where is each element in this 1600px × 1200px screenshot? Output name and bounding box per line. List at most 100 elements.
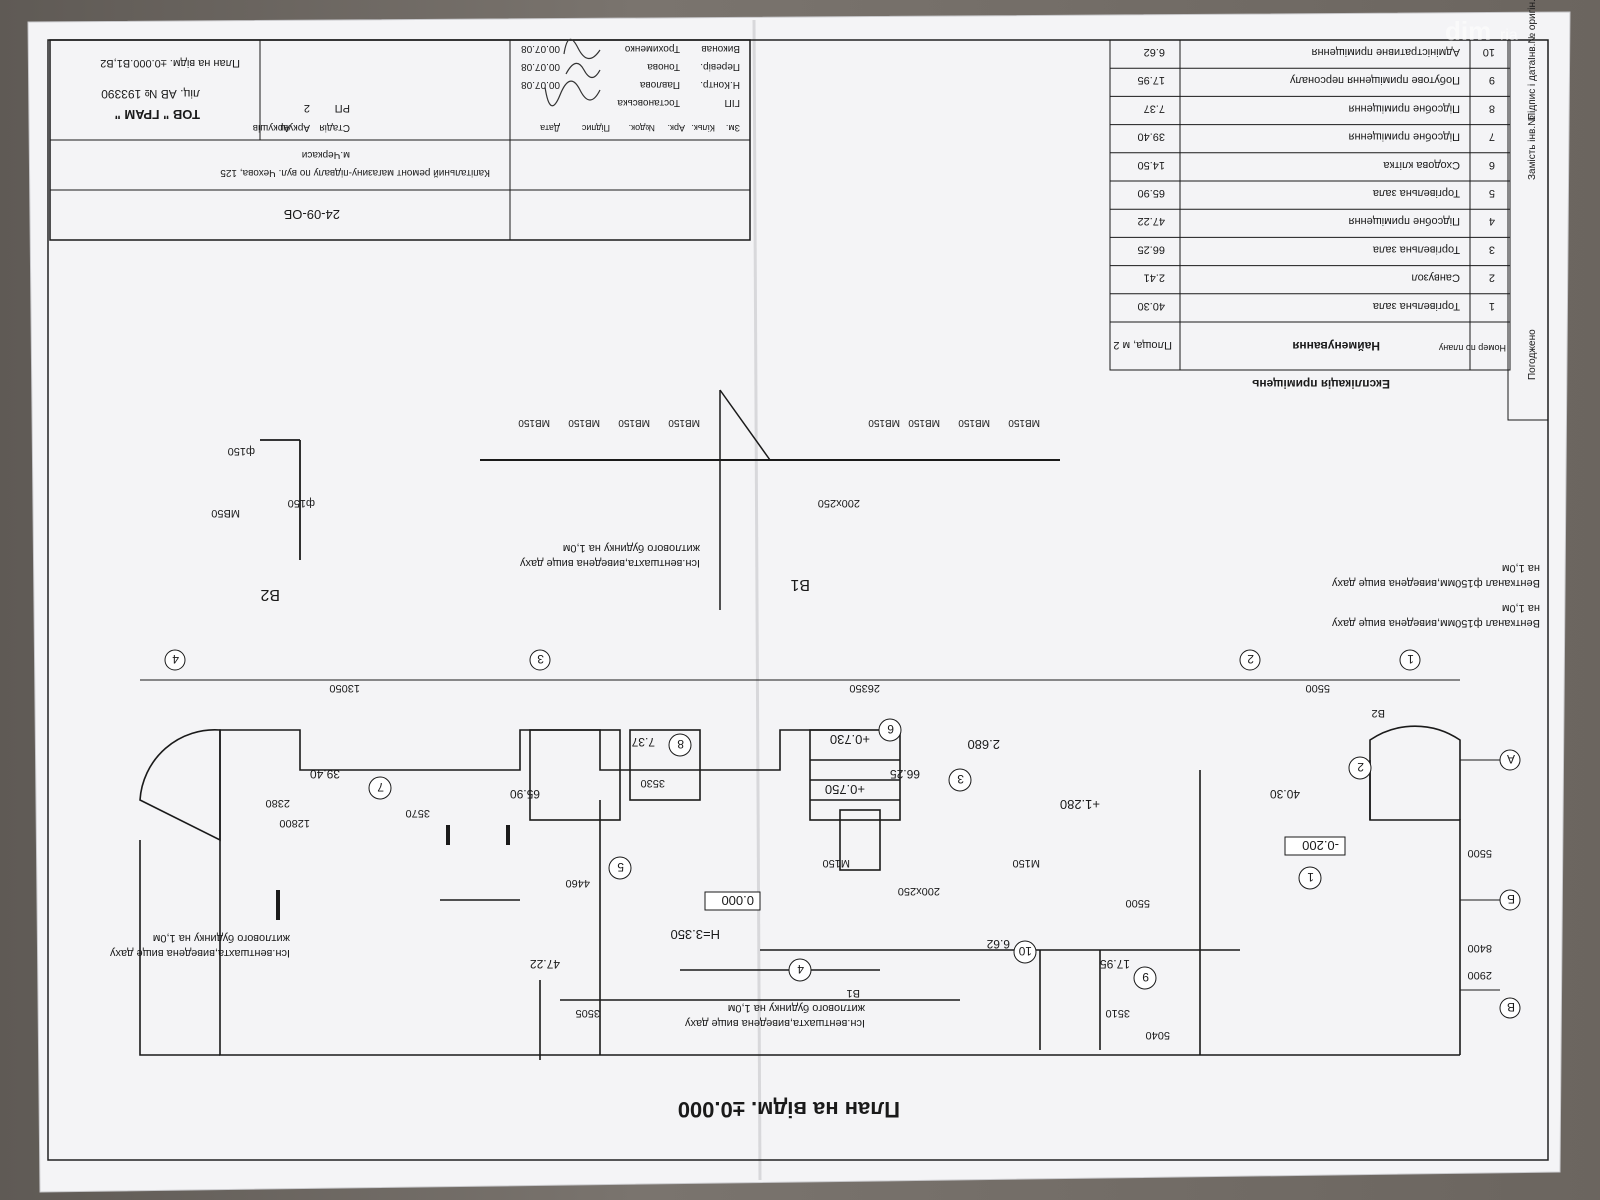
explication-cell-name: Сходова клітка bbox=[1382, 159, 1460, 171]
b1-scheme-title: В1 bbox=[790, 576, 810, 593]
tb-header-cell: Підпис bbox=[581, 123, 610, 133]
explication-cell-area: 66.25 bbox=[1137, 243, 1165, 255]
tb-staff-role: ГІП bbox=[725, 97, 740, 108]
tb-header-cell: Кільк. bbox=[691, 123, 715, 133]
tb-sheet-name: План на відм. ±0.000.В1,В2 bbox=[100, 57, 240, 69]
level-1280: +1.280 bbox=[1060, 797, 1100, 812]
svg-text:7: 7 bbox=[377, 780, 384, 794]
dim-2900: 2900 bbox=[1468, 969, 1492, 981]
room-7-marker: 739.40 bbox=[310, 767, 392, 800]
arch-room7 bbox=[139, 729, 221, 842]
stamp-agreed: Погоджено bbox=[1527, 329, 1538, 380]
room-3-marker: 366.25 bbox=[890, 767, 972, 792]
svg-text:2: 2 bbox=[1357, 760, 1364, 774]
room-8-marker: 87.37 bbox=[631, 733, 692, 757]
axis-marker-a: А bbox=[1499, 749, 1521, 771]
explication-cell-name: Торгівельна зала bbox=[1372, 187, 1460, 199]
svg-text:8: 8 bbox=[677, 737, 684, 751]
axis-marker-1: 1 bbox=[1399, 649, 1421, 671]
tb-company: ТОВ " ГРАМ " bbox=[115, 107, 200, 122]
room-3-area: 66.25 bbox=[890, 767, 920, 781]
tb-header-cell: Арк. bbox=[668, 123, 685, 133]
explication-cell-area: 65.90 bbox=[1137, 187, 1165, 199]
explication-cell-no: 4 bbox=[1489, 215, 1495, 227]
scheme-b2: В2 ф150 ф150 МВ50 bbox=[211, 439, 315, 603]
room-5-area: 65.90 bbox=[510, 787, 540, 801]
col-no-header: Номер по плану bbox=[1438, 343, 1506, 353]
level-0000: 0.000 bbox=[721, 893, 754, 908]
explication-cell-no: 5 bbox=[1489, 187, 1495, 199]
explication-cell-no: 6 bbox=[1489, 159, 1495, 171]
explication-cell-name: Санвузол bbox=[1411, 272, 1460, 284]
tb-staff-name: Тостановська bbox=[617, 97, 680, 108]
svg-text:МВ150: МВ150 bbox=[668, 417, 700, 428]
svg-text:6: 6 bbox=[887, 722, 894, 736]
room-9-marker: 917.95 bbox=[1100, 957, 1157, 990]
mb150-labels: МВ150 МВ150 МВ150 МВ150 МВ150 МВ150 МВ15… bbox=[518, 417, 1040, 428]
tb-project: Капітальний ремонт магазину-підвалу по в… bbox=[220, 167, 490, 178]
explication-cell-no: 9 bbox=[1489, 74, 1495, 86]
svg-text:10: 10 bbox=[1018, 944, 1032, 958]
scheme-notes: Вентканал ф150мм,виведена вище даху на 1… bbox=[1332, 602, 1540, 629]
room-9-area: 17.95 bbox=[1100, 957, 1130, 971]
m150-1: М150 bbox=[1012, 857, 1040, 869]
tb-staff-role: Н.Контр. bbox=[700, 79, 740, 90]
dimensions: 26350 5500 13050 5500 8400 2900 5500 446… bbox=[266, 682, 1492, 1041]
svg-text:МВ150: МВ150 bbox=[908, 417, 940, 428]
explication-cell-name: Підсобне приміщення bbox=[1349, 102, 1460, 114]
svg-text:МВ150: МВ150 bbox=[568, 417, 600, 428]
watermark-text: dim bbox=[1445, 16, 1491, 46]
tb-staff-date: 00.07.08 bbox=[521, 43, 560, 54]
svg-text:В: В bbox=[1507, 1000, 1515, 1014]
plan-note-a: Існ.вентшахта,виведена вище даху bbox=[684, 1017, 865, 1029]
tb-code: 24-09-ОБ bbox=[284, 207, 340, 222]
stamp-inv-orig: Інв.№ оригін. bbox=[1527, 0, 1538, 60]
explication-cell-no: 2 bbox=[1489, 272, 1495, 284]
plan-note-c: Вентканал ф150мм,виведена вище даху bbox=[1332, 577, 1540, 589]
room-1-area: 40.30 bbox=[1270, 787, 1300, 801]
svg-text:МВ150: МВ150 bbox=[618, 417, 650, 428]
grid-axes: В Б А 1 2 3 4 bbox=[140, 649, 1521, 1019]
m150-2: М150 bbox=[822, 857, 850, 869]
svg-text:МВ150: МВ150 bbox=[518, 417, 550, 428]
b1-duct: 200x250 bbox=[818, 497, 860, 509]
scheme-note-c: Вентканал ф150мм,виведена вище даху bbox=[1332, 617, 1540, 629]
stamp-sign-date: Підпис і дата bbox=[1527, 59, 1538, 120]
tb-staff-date: 00.07.08 bbox=[521, 79, 560, 90]
scheme-note-d: на 1,0м bbox=[1502, 602, 1540, 614]
explication-cell-area: 47.22 bbox=[1137, 215, 1165, 227]
svg-text:9: 9 bbox=[1142, 970, 1149, 984]
arch-room1 bbox=[1369, 725, 1461, 820]
dim-3530: 3530 bbox=[641, 777, 665, 789]
axis-marker-3: 3 bbox=[529, 649, 551, 671]
dim-4460: 4460 bbox=[566, 877, 590, 889]
b2-phi150-b: ф150 bbox=[228, 445, 255, 457]
room-6-marker: 6 bbox=[878, 718, 902, 742]
dim-8400: 8400 bbox=[1468, 942, 1492, 954]
room-8-area: 7.37 bbox=[631, 735, 655, 749]
drawing-frame bbox=[47, 39, 1549, 1161]
dim-26350: 26350 bbox=[849, 682, 880, 694]
b2-mb50: МВ50 bbox=[211, 507, 240, 519]
svg-text:А: А bbox=[1507, 752, 1515, 766]
explication-cell-name: Підсобне приміщення bbox=[1349, 131, 1460, 143]
svg-text:3: 3 bbox=[957, 772, 964, 786]
dim-5040: 5040 bbox=[1146, 1029, 1170, 1041]
explication-cell-no: 3 bbox=[1489, 243, 1495, 255]
explication-cell-no: 7 bbox=[1489, 131, 1495, 143]
room-4-area: 47.22 bbox=[530, 957, 560, 971]
svg-text:2: 2 bbox=[1247, 652, 1254, 666]
height-mark: H=3.350 bbox=[670, 927, 720, 942]
tb-staff-role: Виконав bbox=[701, 43, 740, 54]
tb-sheets-h: Аркушів bbox=[253, 122, 290, 133]
explication-cell-area: 7.37 bbox=[1144, 102, 1165, 114]
b2-scheme-title: В2 bbox=[260, 586, 280, 603]
stamp-replace-inv: Замість інв.№ bbox=[1527, 115, 1538, 180]
dim-3570: 3570 bbox=[406, 807, 430, 819]
level-marks: -0.200 0.000 +0.730 +0.750 +1.280 2.680 … bbox=[670, 732, 1346, 942]
tb-header-cell: Зм. bbox=[726, 123, 740, 133]
col-area-header: Площа, м 2 bbox=[1113, 339, 1172, 351]
